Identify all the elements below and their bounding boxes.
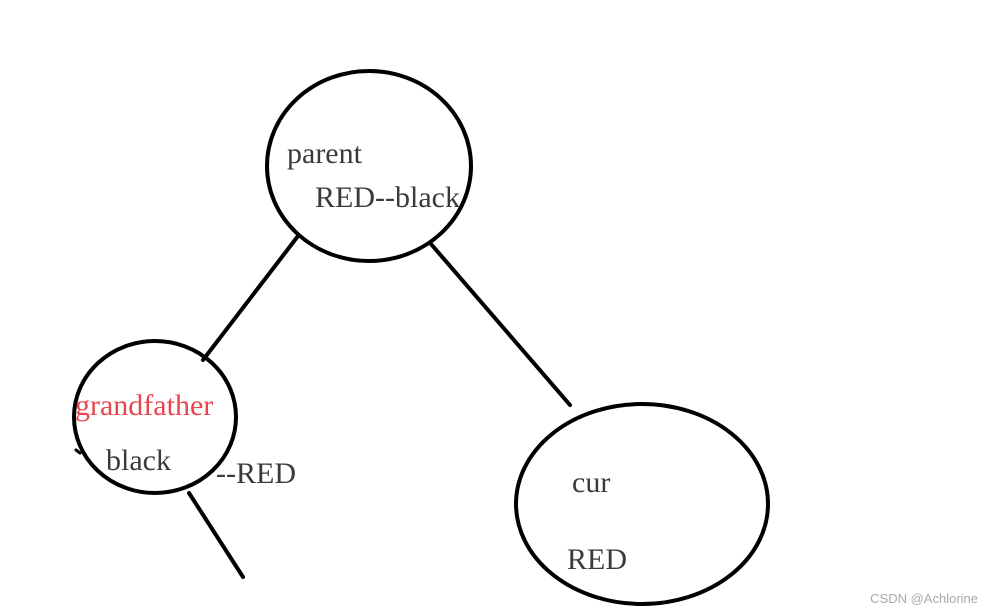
node-grandfather-circle — [72, 339, 238, 495]
node-parent-circle — [265, 69, 473, 263]
watermark-text: CSDN @Achlorine — [870, 591, 978, 606]
node-cur-color: RED — [567, 543, 627, 576]
node-parent: parent RED--black — [265, 69, 473, 263]
edge-grandfather-left-stub — [74, 448, 82, 455]
edge-parent-grandfather — [201, 234, 300, 362]
node-cur: cur RED — [514, 402, 770, 606]
edge-parent-cur — [429, 242, 572, 407]
node-grandfather: grandfather black --RED — [72, 339, 296, 495]
node-cur-name: cur — [572, 466, 610, 499]
node-grandfather-color-suffix: --RED — [216, 457, 296, 490]
node-parent-name: parent — [287, 137, 363, 170]
edge-grandfather-child — [187, 491, 245, 579]
node-cur-circle — [514, 402, 770, 606]
node-parent-color: RED--black — [315, 181, 460, 214]
node-grandfather-color: black — [106, 444, 171, 477]
node-grandfather-name: grandfather — [75, 389, 213, 422]
